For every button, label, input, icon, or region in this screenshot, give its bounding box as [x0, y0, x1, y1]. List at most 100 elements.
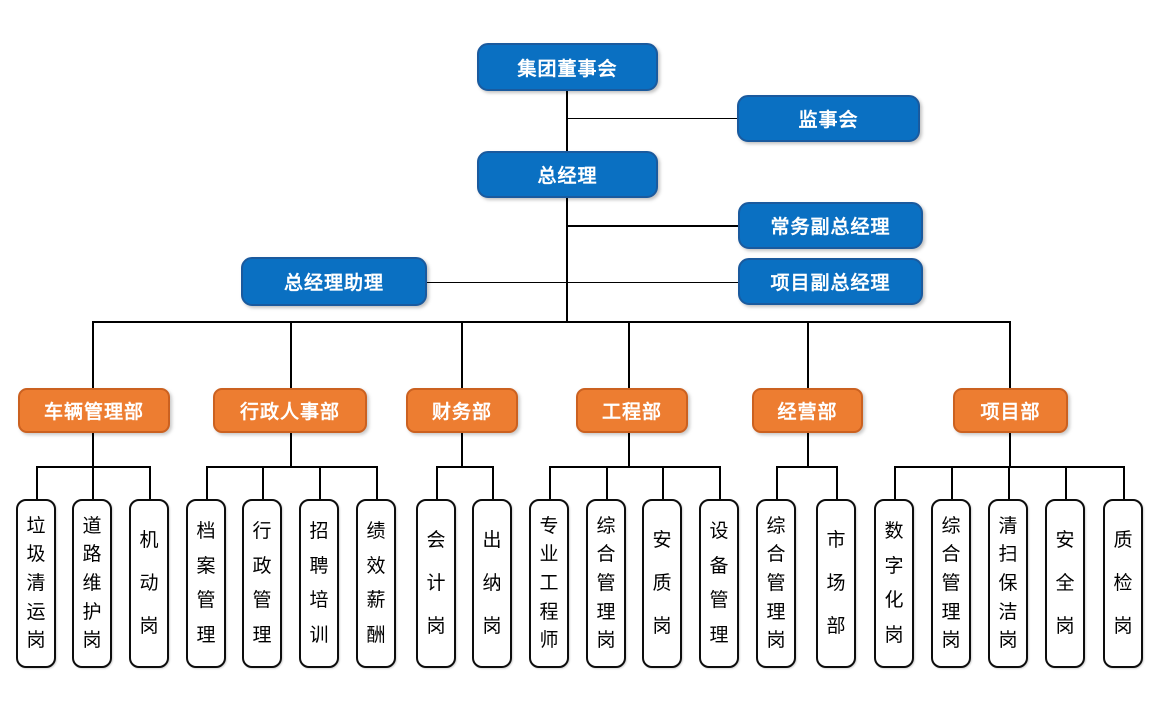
drop-pos-3-0 [549, 466, 551, 499]
position-box-3-0: 专业工程师 [529, 499, 569, 668]
position-label-char: 部 [826, 615, 846, 637]
position-label-char: 保 [998, 571, 1018, 594]
drop-pos-1-2 [319, 466, 321, 499]
drop-pos-5-0 [894, 466, 896, 499]
position-label-char: 岗 [1113, 615, 1133, 637]
position-label-char: 清 [998, 514, 1018, 537]
position-label-char: 档 [196, 520, 216, 543]
stem-dept-operations [807, 433, 809, 466]
dept-vehicle-management: 车辆管理部 [18, 388, 170, 433]
position-label-char: 岗 [82, 629, 102, 652]
position-label-char: 维 [82, 571, 102, 594]
position-box-1-3: 绩效薪酬 [356, 499, 396, 668]
stem-dept-admin-hr [290, 433, 292, 466]
drop-pos-1-0 [206, 466, 208, 499]
position-label-char: 理 [709, 623, 729, 646]
node-supervisory-board: 监事会 [737, 95, 920, 142]
dept-project: 项目部 [953, 388, 1068, 433]
drop-pos-1-1 [262, 466, 264, 499]
drop-pos-4-0 [776, 466, 778, 499]
position-label-char: 管 [766, 571, 786, 594]
drop-pos-1-3 [376, 466, 378, 499]
position-box-1-2: 招聘培训 [299, 499, 339, 668]
position-label-char: 岗 [652, 615, 672, 637]
position-box-5-1: 综合管理岗 [931, 499, 971, 668]
position-label-char: 备 [709, 554, 729, 577]
drop-pos-4-1 [836, 466, 838, 499]
position-label-char: 化 [884, 589, 904, 612]
subbus-dept-engineering [549, 466, 721, 468]
position-label-char: 计 [426, 572, 446, 594]
position-label-char: 运 [26, 600, 46, 623]
position-label-char: 效 [366, 554, 386, 577]
position-label-char: 安 [652, 529, 672, 551]
position-box-3-2: 安质岗 [642, 499, 682, 668]
position-box-1-1: 行政管理 [242, 499, 282, 668]
dept-admin-hr: 行政人事部 [213, 388, 367, 433]
drop-pos-3-3 [719, 466, 721, 499]
position-label-char: 垃 [26, 514, 46, 537]
drop-pos-5-4 [1123, 466, 1125, 499]
stem-dept-engineering [628, 433, 630, 466]
position-label-char: 培 [309, 589, 329, 612]
drop-dept-finance [461, 321, 463, 388]
position-label-char: 岗 [884, 623, 904, 646]
position-label-char: 理 [596, 600, 616, 623]
position-label-char: 机 [139, 529, 159, 551]
position-label-char: 字 [884, 554, 904, 577]
drop-pos-0-2 [149, 466, 151, 499]
position-label-char: 设 [709, 520, 729, 543]
dept-engineering: 工程部 [576, 388, 688, 433]
position-label-char: 理 [941, 600, 961, 623]
position-label-char: 综 [766, 514, 786, 537]
position-label-char: 程 [539, 600, 559, 623]
position-label-char: 合 [766, 543, 786, 566]
position-label-char: 场 [826, 572, 846, 594]
position-box-0-1: 道路维护岗 [72, 499, 112, 668]
node-gm-assistant: 总经理助理 [241, 257, 427, 306]
position-label-char: 酬 [366, 623, 386, 646]
position-label-char: 薪 [366, 589, 386, 612]
drop-pos-5-1 [951, 466, 953, 499]
subbus-dept-finance [436, 466, 494, 468]
position-label-char: 岗 [482, 615, 502, 637]
position-label-char: 道 [82, 514, 102, 537]
position-label-char: 路 [82, 543, 102, 566]
position-label-char: 动 [139, 572, 159, 594]
stem-dept-vehicle-management [92, 433, 94, 466]
position-label-char: 聘 [309, 554, 329, 577]
drop-dept-project [1009, 321, 1011, 388]
drop-pos-0-0 [36, 466, 38, 499]
position-box-5-2: 清扫保洁岗 [988, 499, 1028, 668]
node-general-manager: 总经理 [477, 151, 658, 198]
node-project-deputy-gm: 项目副总经理 [738, 258, 923, 305]
position-label-char: 理 [766, 600, 786, 623]
position-box-0-0: 垃圾清运岗 [16, 499, 56, 668]
position-label-char: 岗 [1055, 615, 1075, 637]
position-label-char: 会 [426, 529, 446, 551]
position-label-char: 岗 [998, 629, 1018, 652]
position-label-char: 工 [539, 571, 559, 594]
position-box-5-3: 安全岗 [1045, 499, 1085, 668]
connector-to-exec-deputy-gm [567, 225, 738, 227]
position-label-char: 安 [1055, 529, 1075, 551]
position-label-char: 清 [26, 571, 46, 594]
position-label-char: 扫 [998, 543, 1018, 566]
drop-pos-5-2 [1008, 466, 1010, 499]
position-label-char: 护 [82, 600, 102, 623]
connector-gm-trunk [566, 198, 568, 323]
position-box-2-0: 会计岗 [416, 499, 456, 668]
drop-dept-admin-hr [290, 321, 292, 388]
subbus-dept-operations [776, 466, 838, 468]
position-label-char: 理 [252, 623, 272, 646]
drop-pos-3-2 [662, 466, 664, 499]
position-box-5-4: 质检岗 [1103, 499, 1143, 668]
drop-pos-5-3 [1065, 466, 1067, 499]
position-label-char: 合 [941, 543, 961, 566]
position-label-char: 综 [941, 514, 961, 537]
position-label-char: 政 [252, 554, 272, 577]
position-label-char: 合 [596, 543, 616, 566]
position-label-char: 理 [196, 623, 216, 646]
stem-dept-finance [461, 433, 463, 466]
